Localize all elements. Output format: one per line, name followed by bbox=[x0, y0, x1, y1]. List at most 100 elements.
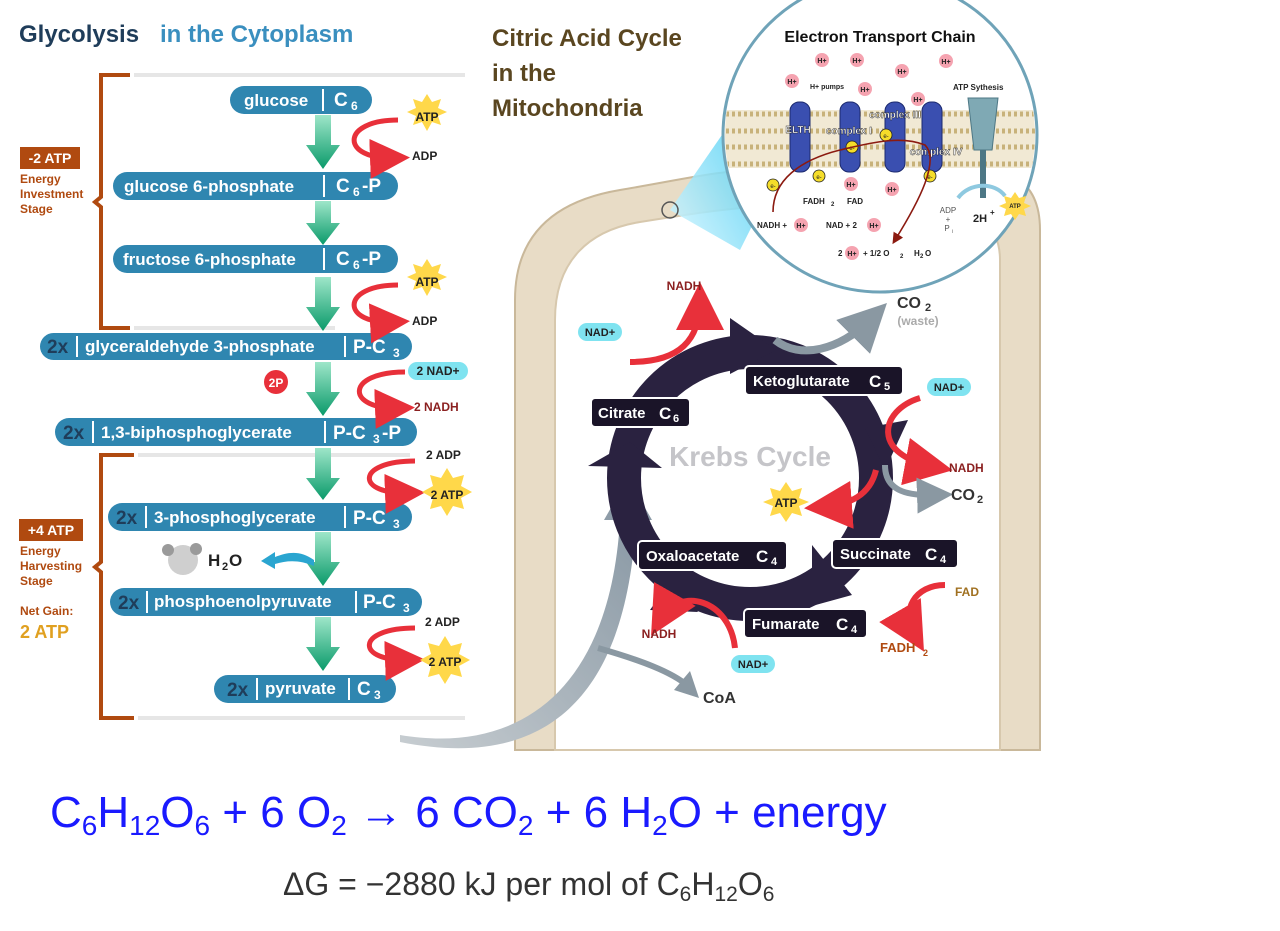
etc-electron-group: e- e- e- e- e- bbox=[766, 128, 937, 192]
step-g6p-suffix: -P bbox=[362, 176, 381, 197]
nad-badge bbox=[408, 362, 468, 380]
etc-complex-i bbox=[839, 101, 861, 173]
etc-h2o-sub: 2 bbox=[920, 254, 924, 260]
citric-title-1: Citric Acid Cycle bbox=[492, 25, 682, 52]
electron-3: e- bbox=[849, 146, 854, 152]
node-citrate: Citrate C 6 bbox=[590, 397, 691, 428]
etc-oxygen-label: + 1/2 O bbox=[863, 249, 889, 258]
co2-arrow-top bbox=[772, 303, 887, 355]
node-oxaloacetate-name: Oxaloacetate bbox=[646, 548, 739, 565]
etc-2h-plus: + bbox=[990, 208, 995, 217]
eq-part-0: C bbox=[50, 788, 82, 837]
node-oxaloacetate-carbon: C bbox=[756, 547, 768, 566]
atp-star-2: ATP bbox=[407, 259, 447, 296]
step-glyceraldehyde-3-phosphate: 2x glyceraldehyde 3-phosphate P-C 3 bbox=[40, 333, 412, 360]
eq-part-4: O bbox=[160, 788, 195, 837]
step-f6p-suffix: -P bbox=[362, 249, 381, 270]
etc-title: Electron Transport Chain bbox=[784, 29, 975, 46]
etc-h2o-o: O bbox=[925, 249, 931, 258]
atp-synthase bbox=[967, 97, 999, 151]
step-pep-name: phosphoenolpyruvate bbox=[154, 592, 332, 611]
step-pyruvate-mult: 2x bbox=[227, 680, 249, 701]
step-gadp-sub: 3 bbox=[393, 346, 400, 360]
node-ketoglutarate-sub: 5 bbox=[884, 381, 890, 393]
step-phosphoenolpyruvate: 2x phosphoenolpyruvate P-C 3 bbox=[110, 588, 422, 616]
zoom-origin-marker bbox=[661, 201, 679, 219]
co2-label-top: CO bbox=[897, 295, 921, 312]
glycolysis-step-arrows bbox=[306, 115, 340, 671]
atp-produce-arrow-1 bbox=[366, 458, 425, 514]
investment-label-3: Stage bbox=[20, 202, 53, 216]
eq-part-8: → 6 CO bbox=[346, 788, 518, 837]
step-bpg-mult: 2x bbox=[63, 423, 85, 444]
hplus-10: H+ bbox=[796, 223, 805, 230]
nadh-label-bottom: NADH bbox=[642, 627, 677, 641]
node-ketoglutarate: Ketoglutarate C 5 bbox=[744, 365, 904, 396]
gibbs-energy-line: ΔG = −2880 kJ per mol of C6H12O6 bbox=[283, 866, 774, 907]
step-glucose: glucose C 6 bbox=[230, 86, 372, 114]
nad-pill-bottom-label: NAD+ bbox=[738, 659, 768, 671]
hplus-11: H+ bbox=[869, 223, 878, 230]
node-succinate: Succinate C 4 bbox=[831, 538, 959, 569]
step-glucose-carbon: C bbox=[334, 90, 348, 111]
adp-label-2: ADP bbox=[412, 314, 437, 328]
glycolysis-title-location: in the Cytoplasm bbox=[160, 21, 353, 48]
step-g6p-carbon: C bbox=[336, 176, 350, 197]
harvesting-atp-badge bbox=[19, 519, 83, 541]
etc-complex-elth bbox=[789, 101, 811, 173]
atp-star-3-label: 2 ATP bbox=[431, 488, 464, 502]
step-fructose-6-phosphate: fructose 6-phosphate C 6 -P bbox=[113, 245, 398, 273]
dg-part-0: ΔG = −2880 kJ per mol of C bbox=[283, 866, 680, 902]
etc-h2o-h: H bbox=[914, 249, 920, 258]
step-gadp-name: glyceraldehyde 3-phosphate bbox=[85, 337, 315, 356]
atp-star-1-label: ATP bbox=[415, 110, 438, 124]
phosphate-2p: 2P bbox=[264, 370, 288, 394]
nadh-label: 2 NADH bbox=[414, 400, 459, 414]
etc-nad-label: NAD + 2 bbox=[826, 221, 857, 230]
nad-pill-bottom: NAD+ bbox=[731, 655, 775, 673]
node-fumarate: Fumarate C 4 bbox=[743, 608, 868, 639]
etc-hplus-group: H+ H+ H+ H+ H+ H+ H+ H+ H+ bbox=[785, 53, 953, 196]
eq-part-6: + 6 O bbox=[210, 788, 332, 837]
citric-title-2: in the bbox=[492, 60, 556, 87]
etc-adp-label: ADP bbox=[940, 206, 956, 215]
fadh2-sub: 2 bbox=[923, 648, 928, 658]
node-ketoglutarate-name: Ketoglutarate bbox=[753, 373, 850, 390]
step-f6p-carbon: C bbox=[336, 249, 350, 270]
etc-complex-iv-label: complex IV bbox=[910, 147, 963, 158]
dg-part-1: 6 bbox=[679, 883, 692, 906]
atp-star-krebs: ATP bbox=[763, 482, 809, 522]
etc-two-label: 2 bbox=[838, 249, 843, 258]
water-h: H bbox=[208, 551, 220, 570]
step-bpg-carbon: P-C bbox=[333, 423, 366, 444]
step-pyruvate: 2x pyruvate C 3 bbox=[214, 675, 396, 703]
nadh-arrow-bottom bbox=[651, 582, 738, 649]
step-g6p-name: glucose 6-phosphate bbox=[124, 177, 294, 196]
hplus-6: H+ bbox=[860, 87, 869, 94]
hplus-5: H+ bbox=[787, 79, 796, 86]
net-gain-value: 2 ATP bbox=[20, 622, 69, 642]
harvesting-label-2: Harvesting bbox=[20, 559, 82, 573]
step-pep-sub: 3 bbox=[403, 601, 410, 615]
dg-part-2: H bbox=[691, 866, 715, 902]
eq-part-3: 12 bbox=[129, 810, 161, 841]
hplus-9: H+ bbox=[887, 187, 896, 194]
eq-part-2: H bbox=[97, 788, 130, 837]
step-1-3-biphosphoglycerate: 2x 1,3-biphosphoglycerate P-C 3 -P bbox=[55, 418, 417, 446]
eq-part-5: 6 bbox=[194, 810, 211, 841]
fadh2-label: FADH bbox=[880, 640, 915, 655]
atp-star-krebs-label: ATP bbox=[774, 496, 797, 510]
step-glucose-name: glucose bbox=[244, 91, 308, 110]
water-sub: 2 bbox=[222, 561, 228, 573]
node-fumarate-name: Fumarate bbox=[752, 616, 820, 633]
co2-sub-top: 2 bbox=[925, 302, 931, 314]
investment-bracket bbox=[91, 73, 465, 330]
node-citrate-sub: 6 bbox=[673, 413, 679, 425]
step-gadp-carbon: P-C bbox=[353, 337, 386, 358]
eq-part-11: 2 bbox=[652, 810, 668, 841]
etc-inset: Electron Transport Chain ELTH complex I … bbox=[721, 0, 1039, 294]
hplus-2: H+ bbox=[852, 58, 861, 65]
dg-part-5: 6 bbox=[762, 883, 775, 906]
atp-star-4-label: 2 ATP bbox=[429, 655, 462, 669]
fadh2-arrow bbox=[879, 582, 946, 652]
